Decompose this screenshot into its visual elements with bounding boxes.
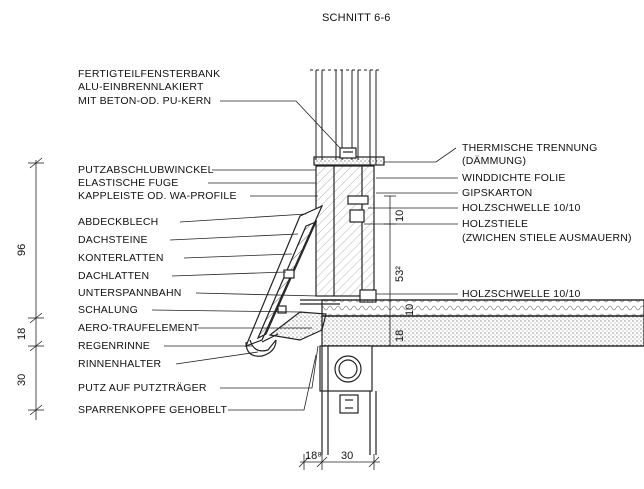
dim-53: 53² <box>394 266 406 282</box>
section-title: SCHNITT 6-6 <box>322 12 391 24</box>
label-schalung: SCHALUNG <box>78 304 138 316</box>
label-alu-einbrennlakiert: ALU-EINBRENNLAKIERT <box>78 81 204 93</box>
label-putz-auf-putztraeger: PUTZ AUF PUTZTRÄGER <box>78 382 207 394</box>
label-unterspannbahn: UNTERSPANNBAHN <box>78 287 182 299</box>
roof-eave <box>244 204 340 352</box>
dim-10b: 10 <box>404 303 416 316</box>
label-regenrinne: REGENRINNE <box>78 340 151 352</box>
floor-slab <box>321 299 644 347</box>
rain-gutter <box>245 333 279 357</box>
label-dachlatten: DACHLATTEN <box>78 270 150 282</box>
dim-30-left: 30 <box>16 373 28 386</box>
label-holzschwelle-bottom: HOLZSCHWELLE 10/10 <box>462 288 581 300</box>
label-holzschwelle-top: HOLZSCHWELLE 10/10 <box>462 202 581 214</box>
dim-18-mid: 18 <box>394 329 406 342</box>
dimension-chain-bottom <box>298 454 380 470</box>
dim-18-bottom: 18⁸ <box>305 450 322 462</box>
dim-10: 10 <box>394 209 406 222</box>
label-aero-traufelement: AERO-TRAUFELEMENT <box>78 322 200 334</box>
wall-section <box>315 165 377 303</box>
window-frame <box>310 69 380 165</box>
leader-lines-right <box>364 147 458 295</box>
label-elastische-fuge: ELASTISCHE FUGE <box>78 177 179 189</box>
dimension-chain-mid <box>384 195 396 347</box>
label-daemmung: (DÄMMUNG) <box>462 155 527 167</box>
label-sparrenkopfe: SPARRENKOPFE GEHOBELT <box>78 404 228 416</box>
label-zwischen-stiele: (ZWICHEN STIELE AUSMAUERN) <box>462 232 632 244</box>
label-dachsteine: DACHSTEINE <box>78 234 148 246</box>
label-putzabschlusswinkel: PUTZABSCHLUBWINCKEL <box>78 164 214 176</box>
dimension-chain-left <box>28 157 44 420</box>
dim-96: 96 <box>16 243 28 256</box>
label-holzstiele: HOLZSTIELE <box>462 218 529 230</box>
lower-wall <box>319 345 377 455</box>
dim-18-left: 18 <box>16 327 28 340</box>
label-beton-pu-kern: MIT BETON-OD. PU-KERN <box>78 95 212 107</box>
label-abdeckblech: ABDECKBLECH <box>78 216 159 228</box>
label-thermische-trennung: THERMISCHE TRENNUNG <box>462 142 598 154</box>
dim-30-bottom: 30 <box>341 450 354 462</box>
leader-lines-left <box>151 100 341 411</box>
label-rinnenhalter: RINNENHALTER <box>78 358 162 370</box>
label-winddichte-folie: WINDDICHTE FOLIE <box>462 172 566 184</box>
label-konterlatten: KONTERLATTEN <box>78 252 164 264</box>
label-gipskarton: GIPSKARTON <box>462 187 533 199</box>
label-fertigteilfensterbank: FERTIGTEILFENSTERBANK <box>78 68 221 80</box>
label-kappleiste: KAPPLEISTE OD. WA-PROFILE <box>78 190 237 202</box>
window-sill <box>313 147 385 166</box>
